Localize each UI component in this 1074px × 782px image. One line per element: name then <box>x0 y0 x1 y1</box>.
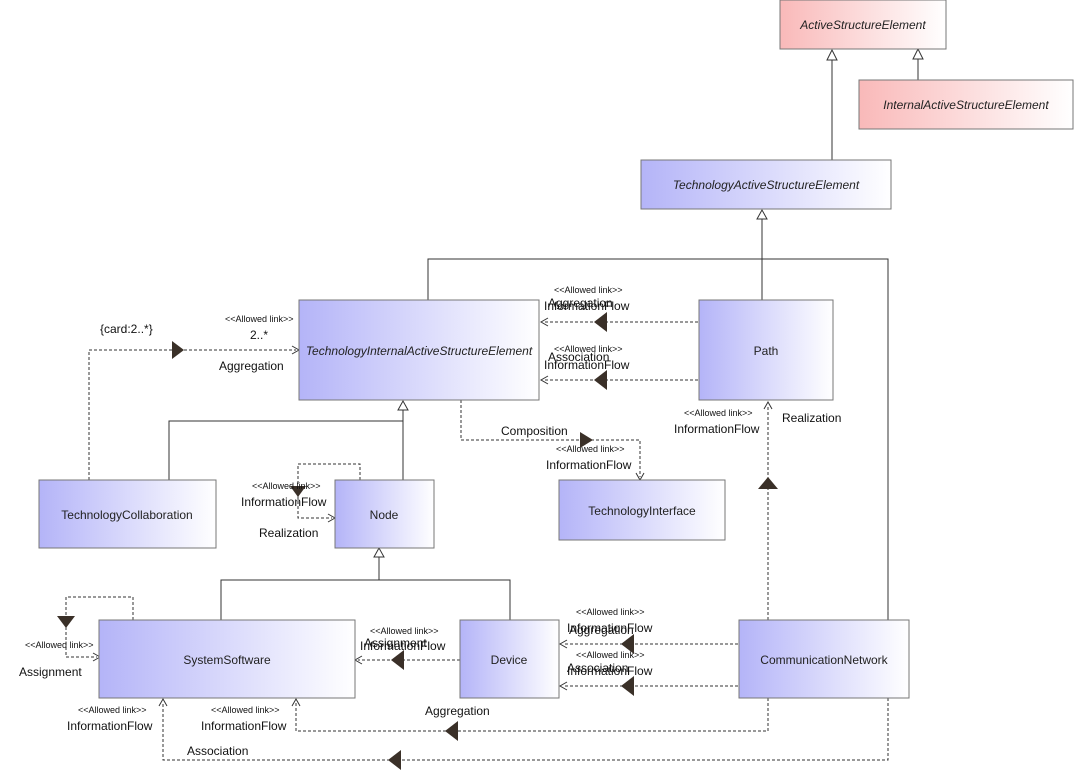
relation-label: InformationFlow <box>241 495 327 509</box>
stereotype-label: <<Allowed link>> <box>554 285 623 295</box>
element-label: SystemSoftware <box>183 653 271 667</box>
element-active-structure-element[interactable]: ActiveStructureElement <box>779 0 947 50</box>
element-label: Device <box>491 653 528 667</box>
element-system-software[interactable]: SystemSoftware <box>98 619 356 699</box>
dependency-arrowheads <box>92 317 773 707</box>
stereotype-label: <<Allowed link>> <box>25 640 94 650</box>
direction-marker-icon <box>172 341 184 359</box>
connectors <box>65 59 919 761</box>
relation-label: InformationFlow <box>360 639 446 653</box>
element-label: CommunicationNetwork <box>760 653 888 667</box>
relation-label: Association <box>187 744 248 758</box>
stereotype-label: <<Allowed link>> <box>684 408 753 418</box>
generalization-arrow-icon <box>826 48 838 61</box>
element-technology-interface[interactable]: TechnologyInterface <box>558 479 726 541</box>
element-label: TechnologyCollaboration <box>61 508 192 522</box>
direction-marker-icon <box>290 486 306 497</box>
relation-label: InformationFlow <box>546 458 632 472</box>
relation-label: Realization <box>782 411 841 425</box>
stereotype-label: <<Allowed link>> <box>211 705 280 715</box>
relation-label: Assignment <box>19 665 82 679</box>
element-node[interactable]: Node <box>334 479 435 549</box>
direction-marker-icon <box>445 721 458 741</box>
stereotype-label: <<Allowed link>> <box>554 344 623 354</box>
relation-label: Aggregation <box>425 704 490 718</box>
element-label: TechnologyActiveStructureElement <box>673 178 860 192</box>
stereotype-label: <<Allowed link>> <box>556 444 625 454</box>
generalization-arrow-icon <box>756 208 768 220</box>
direction-marker-icon <box>758 477 778 489</box>
direction-marker-icon <box>621 676 634 696</box>
relation-label: Realization <box>259 526 318 540</box>
relation-label: InformationFlow <box>544 299 630 313</box>
relation-label: Composition <box>501 424 568 438</box>
direction-marker-icon <box>594 312 607 332</box>
relation-label: InformationFlow <box>544 358 630 372</box>
generalization-arrow-icon <box>397 399 409 411</box>
relation-label: InformationFlow <box>674 422 760 436</box>
generalization-arrow-icon <box>912 47 924 60</box>
element-label: TechnologyInterface <box>588 504 696 518</box>
relation-label: Aggregation <box>219 359 284 373</box>
relation-label: Assignment <box>364 636 427 650</box>
cardinality-label: {card:2..*} <box>100 322 153 336</box>
open-arrowhead-icon <box>539 317 549 327</box>
direction-marker-icon <box>594 370 607 390</box>
element-device[interactable]: Device <box>459 619 560 699</box>
relation-label: Aggregation <box>569 623 634 637</box>
connector-labels: {card:2..*} <<Allowed link>> 2..* Aggreg… <box>19 285 841 758</box>
stereotype-label: <<Allowed link>> <box>370 626 439 636</box>
relation-label: Aggregation <box>548 296 613 310</box>
element-technology-internal-active-structure-element[interactable]: TechnologyInternalActiveStructureElement <box>298 299 540 401</box>
relation-label: InformationFlow <box>567 664 653 678</box>
relation-label: InformationFlow <box>201 719 287 733</box>
open-arrowhead-icon <box>558 681 568 691</box>
open-arrowhead-icon <box>763 400 773 410</box>
element-technology-active-structure-element[interactable]: TechnologyActiveStructureElement <box>640 159 892 210</box>
direction-marker-icon <box>57 616 75 628</box>
open-arrowhead-icon <box>558 639 568 649</box>
element-technology-collaboration[interactable]: TechnologyCollaboration <box>38 479 217 549</box>
relation-label: InformationFlow <box>67 719 153 733</box>
element-internal-active-structure-element[interactable]: InternalActiveStructureElement <box>858 79 1074 130</box>
stereotype-label: <<Allowed link>> <box>252 481 321 491</box>
relation-label: Association <box>548 350 609 364</box>
direction-marker-icon <box>391 650 404 670</box>
element-label: InternalActiveStructureElement <box>883 98 1049 112</box>
direction-markers <box>57 312 778 770</box>
element-label: Node <box>370 508 399 522</box>
open-arrowhead-icon <box>539 375 549 385</box>
stereotype-label: <<Allowed link>> <box>576 650 645 660</box>
stereotype-label: <<Allowed link>> <box>576 607 645 617</box>
element-label: Path <box>754 344 779 358</box>
open-arrowhead-icon <box>158 697 168 707</box>
multiplicity-label: 2..* <box>250 328 268 342</box>
element-label: TechnologyInternalActiveStructureElement <box>306 344 533 358</box>
generalization-arrow-icon <box>373 546 385 558</box>
open-arrowhead-icon <box>291 697 301 707</box>
element-path[interactable]: Path <box>698 299 834 401</box>
direction-marker-icon <box>580 432 593 448</box>
stereotype-label: <<Allowed link>> <box>78 705 147 715</box>
relation-label: Association <box>567 661 628 675</box>
element-label: ActiveStructureElement <box>799 18 926 32</box>
direction-marker-icon <box>621 634 634 654</box>
element-communication-network[interactable]: CommunicationNetwork <box>738 619 910 699</box>
stereotype-label: <<Allowed link>> <box>225 314 294 324</box>
generalization-arrows <box>373 47 924 558</box>
direction-marker-icon <box>388 750 401 770</box>
relation-label: InformationFlow <box>567 621 653 635</box>
